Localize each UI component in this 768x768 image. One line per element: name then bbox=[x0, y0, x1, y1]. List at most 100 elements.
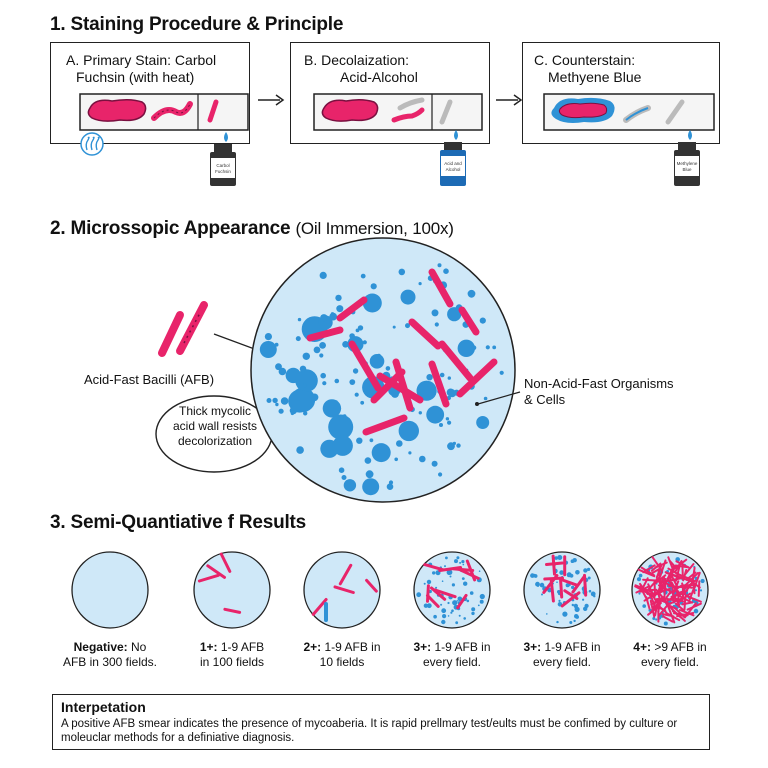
result-afb-rod bbox=[671, 586, 675, 603]
non-afb-organism bbox=[310, 393, 319, 402]
non-afb-organism bbox=[320, 314, 328, 322]
result-organism-dot bbox=[638, 573, 643, 578]
afb-rod bbox=[458, 306, 480, 336]
result-organism-dot bbox=[663, 621, 668, 626]
result-organism-dot bbox=[558, 599, 561, 603]
non-afb-organism bbox=[360, 273, 366, 279]
non-afb-organism bbox=[319, 342, 326, 349]
result-organism-dot bbox=[449, 575, 452, 578]
afb-rods-icon bbox=[158, 301, 208, 357]
result-organism-dot bbox=[590, 591, 596, 597]
result-afb-rod bbox=[668, 580, 680, 593]
result-afb-rod bbox=[438, 566, 463, 572]
result-afb-rod bbox=[691, 566, 696, 583]
result-organism-dot bbox=[546, 613, 548, 615]
non-afb-organism bbox=[259, 341, 277, 358]
result-organism-dot bbox=[556, 581, 558, 583]
result-organism-dot bbox=[463, 617, 467, 620]
non-afb-organism bbox=[342, 414, 347, 419]
result-organism-dot bbox=[426, 579, 432, 585]
non-afb-organism bbox=[266, 398, 272, 403]
result-afb-rod bbox=[206, 564, 226, 579]
non-afb-organism bbox=[356, 437, 363, 444]
result-organism-dot bbox=[557, 590, 561, 594]
afb-rod bbox=[408, 318, 442, 350]
result-afb-rod bbox=[637, 568, 656, 578]
arrow-b-to-c bbox=[496, 94, 523, 106]
result-afb-rod bbox=[646, 576, 661, 592]
afb-rod bbox=[336, 296, 368, 322]
non-afb-organism bbox=[319, 271, 327, 279]
non-afb-organism bbox=[354, 392, 359, 397]
non-afb-organism bbox=[297, 317, 302, 322]
non-afb-organism bbox=[362, 340, 367, 345]
non-afb-organism bbox=[295, 369, 318, 392]
afb-rod bbox=[348, 340, 382, 392]
non-afb-organism bbox=[471, 345, 477, 351]
result-organism-dot bbox=[652, 617, 656, 620]
result-organism-dot bbox=[469, 591, 474, 595]
result-organism-dot bbox=[471, 607, 476, 612]
result-organism-dot bbox=[478, 570, 481, 572]
result-afb-rod bbox=[662, 576, 667, 590]
result-organism-dot bbox=[570, 559, 575, 563]
result-organism-dot bbox=[573, 619, 576, 623]
result-afb-rod bbox=[549, 579, 555, 603]
step-b-title: B. Decolaization: Acid-Alcohol bbox=[304, 52, 418, 85]
result-field-circle bbox=[71, 551, 149, 629]
result-organism-dot bbox=[566, 572, 572, 578]
methylene-blue-bottle-icon: Methylene Blue bbox=[674, 130, 700, 186]
result-afb-rod bbox=[640, 589, 657, 597]
non-afb-organism bbox=[394, 457, 399, 462]
non-afb-organism bbox=[290, 411, 295, 416]
result-afb-rod bbox=[693, 571, 701, 591]
result-afb-rod bbox=[687, 578, 701, 589]
result-afb-rod bbox=[674, 602, 685, 612]
non-afb-organism bbox=[447, 376, 451, 380]
non-afb-organism bbox=[322, 449, 330, 457]
result-afb-rod bbox=[659, 559, 667, 578]
afb-rod bbox=[306, 326, 344, 342]
result-afb-rod bbox=[677, 592, 692, 604]
result-afb-rod bbox=[223, 607, 242, 614]
result-organism-dot bbox=[456, 556, 460, 560]
non-afb-organism bbox=[447, 307, 462, 322]
acid-alcohol-bottle-icon: Acid and Alcohol bbox=[440, 130, 466, 186]
result-organism-dot bbox=[426, 603, 432, 609]
result-afb-rod bbox=[423, 563, 445, 572]
result-organism-dot bbox=[446, 569, 452, 576]
non-afb-organism bbox=[434, 322, 439, 327]
result-afb-rod bbox=[660, 574, 672, 592]
interpretation-text: A positive AFB smear indicates the prese… bbox=[61, 718, 678, 744]
result-organism-dot bbox=[562, 612, 565, 615]
non-afb-organism bbox=[272, 397, 278, 404]
result-afb-rod bbox=[426, 594, 440, 608]
result-organism-dot bbox=[574, 606, 580, 613]
afb-rod bbox=[438, 340, 474, 382]
result-organism-dot bbox=[479, 593, 485, 600]
result-organism-dot bbox=[575, 570, 580, 575]
non-afb-organism bbox=[275, 363, 282, 371]
result-afb-rod bbox=[583, 573, 588, 597]
result-afb-rod bbox=[333, 585, 355, 594]
result-organism-dot bbox=[636, 577, 642, 582]
bottle-a-label-2: Fuchsin bbox=[215, 169, 231, 174]
result-organism-dot bbox=[583, 568, 588, 573]
result-organism-dot bbox=[575, 615, 579, 619]
result-afb-rod bbox=[560, 591, 581, 608]
non-afb-organism bbox=[479, 317, 486, 324]
result-organism-dot bbox=[435, 586, 438, 589]
result-afb-rod bbox=[650, 595, 666, 606]
non-afb-organism bbox=[313, 346, 321, 354]
result-organism-dot bbox=[463, 581, 468, 586]
result-organism-dot bbox=[571, 603, 574, 607]
result-afb-rod bbox=[697, 580, 701, 597]
afb-label: Acid-Fast Bacilli (AFB) bbox=[84, 372, 215, 387]
result-organism-dot bbox=[699, 589, 703, 592]
result-organism-dot bbox=[441, 608, 447, 614]
result-organism-dot bbox=[455, 621, 459, 625]
non-afb-organism bbox=[398, 268, 406, 276]
result-afb-rod bbox=[430, 586, 447, 601]
bottle-b-label-1: Acid and bbox=[444, 161, 462, 166]
result-afb-rod bbox=[675, 560, 690, 569]
